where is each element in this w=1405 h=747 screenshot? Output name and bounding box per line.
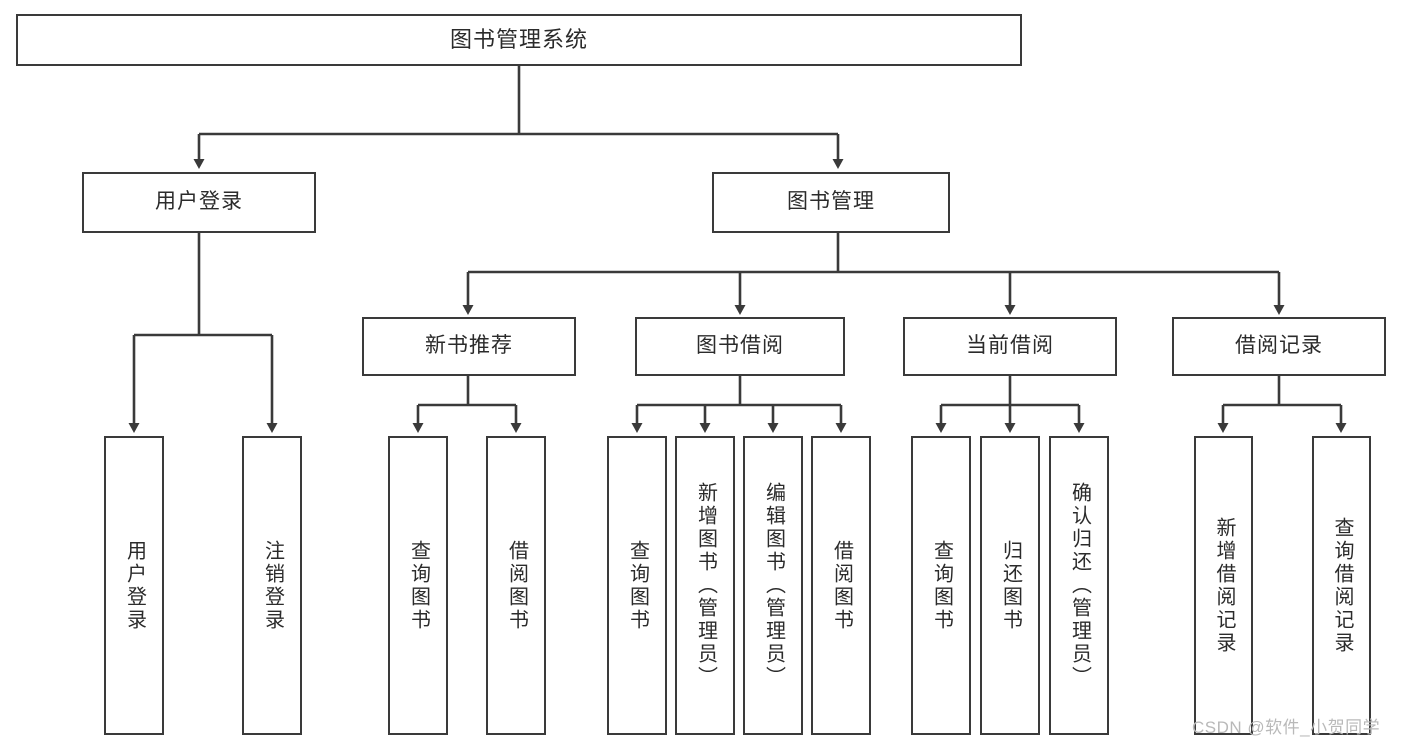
- leaf-book-borrow-edit-admin[interactable]: 编辑图书（管理员）: [743, 436, 803, 735]
- leaf-new-book-borrow[interactable]: 借阅图书: [486, 436, 546, 735]
- node-current-borrow-label: 当前借阅: [966, 334, 1054, 358]
- leaf-label: 确认归还（管理员）: [1068, 482, 1091, 689]
- leaf-label: 新增借阅记录: [1213, 516, 1235, 655]
- node-root-label: 图书管理系统: [449, 27, 588, 53]
- node-book-borrow[interactable]: 图书借阅: [635, 317, 845, 376]
- leaf-label: 编辑图书（管理员）: [762, 482, 785, 689]
- leaf-current-borrow-query[interactable]: 查询图书: [911, 436, 971, 735]
- node-book-borrow-label: 图书借阅: [696, 334, 784, 358]
- node-current-borrow[interactable]: 当前借阅: [903, 317, 1117, 376]
- node-user-login[interactable]: 用户登录: [82, 172, 316, 233]
- leaf-book-borrow-add-admin[interactable]: 新增图书（管理员）: [675, 436, 735, 735]
- leaf-current-borrow-return[interactable]: 归还图书: [980, 436, 1040, 735]
- leaf-label: 查询图书: [407, 539, 430, 632]
- csdn-watermark: CSDN @软件_小贺同学: [1192, 718, 1381, 737]
- node-borrow-records[interactable]: 借阅记录: [1172, 317, 1386, 376]
- leaf-current-borrow-confirm-return-admin[interactable]: 确认归还（管理员）: [1049, 436, 1109, 735]
- leaf-label: 归还图书: [999, 539, 1022, 632]
- node-new-book-recommend[interactable]: 新书推荐: [362, 317, 576, 376]
- leaf-book-borrow-borrow[interactable]: 借阅图书: [811, 436, 871, 735]
- leaf-records-add[interactable]: 新增借阅记录: [1194, 436, 1253, 735]
- node-new-book-recommend-label: 新书推荐: [425, 334, 513, 358]
- leaf-label: 借阅图书: [830, 539, 853, 632]
- leaf-book-borrow-query[interactable]: 查询图书: [607, 436, 667, 735]
- leaf-label: 查询借阅记录: [1331, 516, 1353, 655]
- leaf-records-query[interactable]: 查询借阅记录: [1312, 436, 1371, 735]
- leaf-label: 借阅图书: [505, 539, 528, 632]
- leaf-user-login-logout[interactable]: 注销登录: [242, 436, 302, 735]
- node-root-book-management-system[interactable]: 图书管理系统: [16, 14, 1022, 66]
- node-borrow-records-label: 借阅记录: [1235, 334, 1323, 358]
- leaf-user-login-login[interactable]: 用户登录: [104, 436, 164, 735]
- node-book-management-label: 图书管理: [787, 190, 875, 214]
- node-book-management[interactable]: 图书管理: [712, 172, 950, 233]
- leaf-label: 注销登录: [261, 539, 284, 632]
- leaf-label: 查询图书: [930, 539, 953, 632]
- leaf-new-book-query[interactable]: 查询图书: [388, 436, 448, 735]
- leaf-label: 用户登录: [123, 539, 146, 632]
- node-user-login-label: 用户登录: [155, 190, 243, 214]
- leaf-label: 新增图书（管理员）: [694, 482, 717, 689]
- leaf-label: 查询图书: [626, 539, 649, 632]
